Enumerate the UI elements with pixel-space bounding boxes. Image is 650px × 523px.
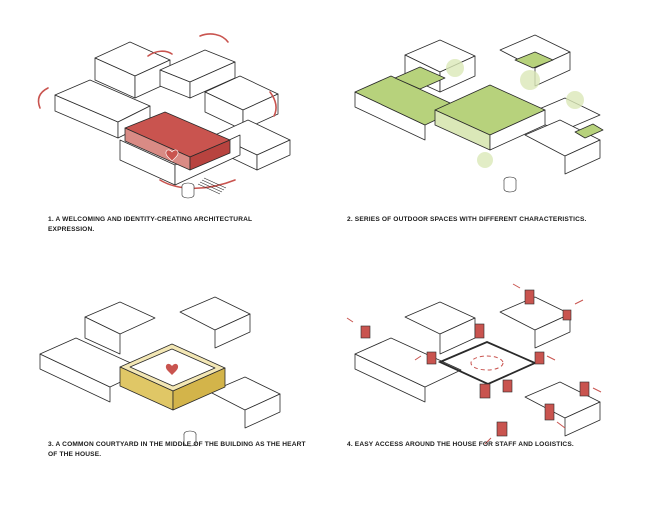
tree-icon [520, 70, 540, 90]
diagram-panel-3: 3. A COMMON COURTYARD IN THE MIDDLE OF T… [0, 262, 325, 523]
arrow-icon [546, 355, 556, 361]
panel-caption: 2. SERIES OF OUTDOOR SPACES WITH DIFFERE… [347, 216, 587, 223]
arrow-icon [159, 179, 236, 190]
diagram-panel-4: 4. EASY ACCESS AROUND THE HOUSE FOR STAF… [325, 262, 650, 523]
core-box [562, 309, 572, 321]
arrow-icon [556, 421, 566, 429]
panel-caption: 4. EASY ACCESS AROUND THE HOUSE FOR STAF… [347, 441, 574, 448]
core-box [474, 323, 485, 339]
panel-caption: 3. A COMMON COURTYARD IN THE MIDDLE OF T… [48, 441, 306, 458]
core-box [360, 325, 371, 339]
diagram-panel-2: 2. SERIES OF OUTDOOR SPACES WITH DIFFERE… [325, 0, 650, 262]
arrow-icon [199, 33, 229, 43]
tree-icon [477, 152, 493, 168]
core-box [579, 381, 590, 397]
arrow-icon [574, 299, 584, 305]
diagram-panel-1: 1. A WELCOMING AND IDENTITY-CREATING ARC… [0, 0, 325, 262]
tree-icon [446, 59, 464, 77]
building-axonometric-3 [39, 296, 281, 447]
heart-icon [165, 363, 179, 375]
arrow-icon [512, 283, 521, 289]
core-box [544, 403, 555, 421]
arrow-icon [269, 91, 277, 117]
core-box [524, 289, 535, 305]
core-box [426, 351, 437, 365]
arrow-icon [346, 317, 354, 323]
tree-icon [566, 91, 584, 109]
arrow-icon [592, 387, 602, 393]
core-box [534, 351, 545, 365]
core-box [502, 379, 513, 393]
logistics-loop [437, 341, 538, 385]
building-axonometric-2 [354, 34, 604, 193]
building-axonometric-4 [346, 283, 602, 445]
arrow-icon [147, 50, 173, 57]
arrow-icon [414, 355, 422, 361]
arrow-icon [484, 437, 492, 445]
core-box [479, 383, 491, 399]
arrow-icon [37, 87, 49, 109]
heart-icon [165, 149, 179, 162]
panel-caption: 1. A WELCOMING AND IDENTITY-CREATING ARC… [48, 216, 253, 233]
core-box [496, 421, 508, 437]
building-axonometric-1 [37, 33, 291, 199]
